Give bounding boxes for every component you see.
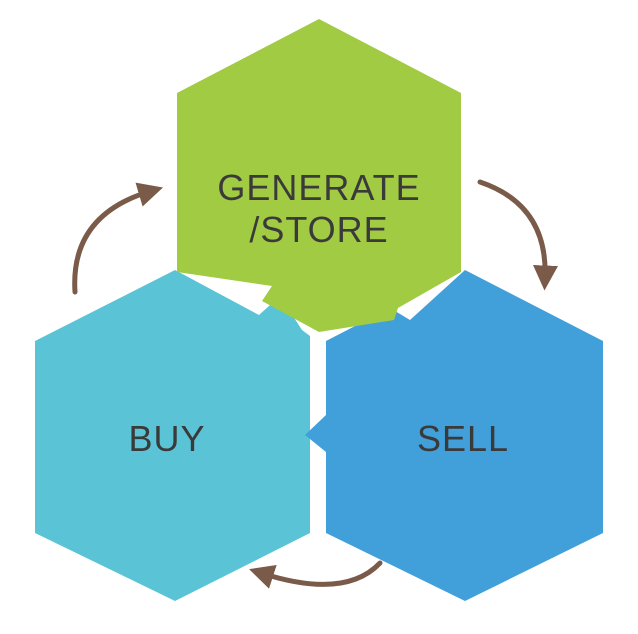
- hex-buy: [35, 270, 310, 601]
- label-sell: SELL: [417, 418, 509, 459]
- label-store: /STORE: [249, 209, 388, 250]
- arrow-buy-to-generate: [72, 182, 163, 295]
- hex-buy-notch: [290, 415, 310, 452]
- arrow-generate-to-sell: [477, 179, 558, 291]
- label-generate: GENERATE: [217, 167, 420, 208]
- arrow-sell-to-buy: [249, 560, 383, 589]
- hex-generate-store: [177, 19, 461, 332]
- label-buy: BUY: [128, 418, 205, 459]
- hex-sell: [305, 270, 603, 601]
